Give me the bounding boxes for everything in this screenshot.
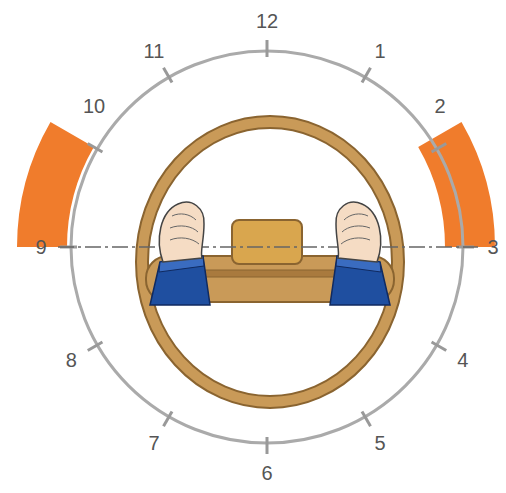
dial-tick bbox=[266, 437, 269, 454]
clock-number: 6 bbox=[261, 463, 272, 483]
wheel-rim bbox=[142, 122, 398, 402]
horn-pad bbox=[232, 220, 302, 264]
right-fingers bbox=[341, 214, 370, 244]
dial-tick bbox=[266, 40, 269, 57]
left-hand bbox=[159, 202, 204, 262]
dial-tick bbox=[164, 412, 173, 427]
dial-tick bbox=[362, 412, 371, 427]
clock-number: 5 bbox=[374, 433, 385, 453]
dial-tick bbox=[362, 68, 371, 83]
right-hand bbox=[336, 202, 381, 262]
right-hand-zone bbox=[418, 122, 495, 247]
left-sleeve bbox=[150, 256, 210, 305]
clock-number: 10 bbox=[83, 96, 105, 116]
dial-tick bbox=[164, 68, 173, 83]
dial-tick bbox=[88, 144, 103, 153]
clock-number: 11 bbox=[144, 41, 165, 61]
clock-number: 8 bbox=[66, 350, 77, 370]
center-line bbox=[58, 246, 478, 248]
dial-tick bbox=[88, 342, 103, 351]
right-sleeve bbox=[330, 256, 390, 305]
clock-number: 2 bbox=[434, 96, 445, 116]
clock-number: 9 bbox=[35, 237, 46, 257]
clock-number: 12 bbox=[256, 11, 278, 31]
dial-tick bbox=[432, 342, 447, 351]
wheel-rim-inner bbox=[142, 122, 398, 402]
clock-number: 1 bbox=[374, 41, 385, 61]
clock-number: 4 bbox=[457, 350, 468, 370]
clock-number: 7 bbox=[148, 433, 159, 453]
clock-number: 3 bbox=[487, 237, 498, 257]
left-fingers bbox=[170, 214, 199, 244]
dial-tick bbox=[432, 144, 447, 153]
